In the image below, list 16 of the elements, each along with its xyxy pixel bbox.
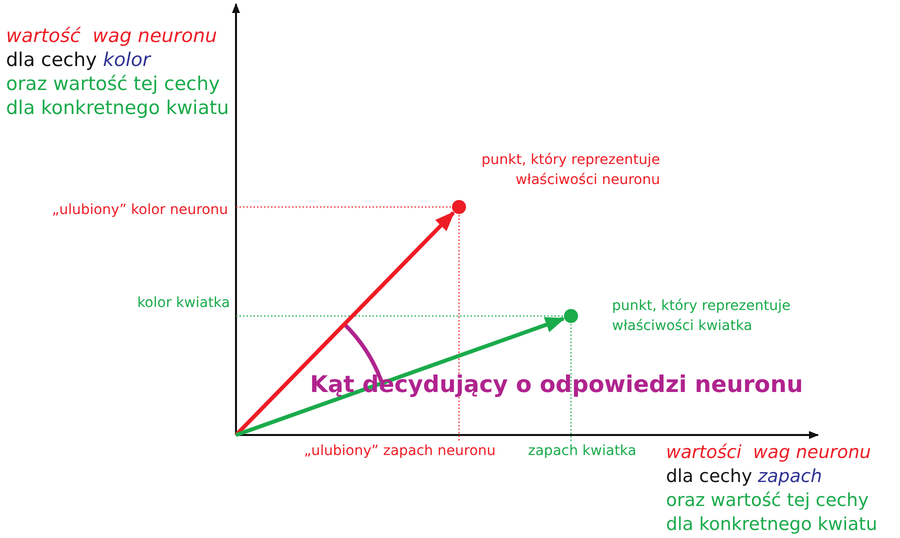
axis-title: oraz wartość tej cechy	[6, 73, 220, 96]
axis-title: dla konkretnego kwiatu	[6, 97, 229, 120]
axis-value-label: „ulubiony” zapach neuronu	[304, 443, 496, 460]
point-marker	[563, 308, 579, 324]
axis-title: dla konkretnego kwiatu	[666, 514, 878, 536]
axis-value-label: „ulubiony” kolor neuronu	[52, 202, 228, 219]
point-marker	[451, 199, 467, 215]
axis-title: dla cechy zapach	[666, 466, 822, 488]
axis-title: oraz wartość tej cechy	[666, 490, 869, 512]
axis-title: wartości wag neuronu	[666, 442, 871, 464]
point-caption: punkt, który reprezentuje właściwości kwiatka	[612, 297, 792, 336]
point-caption: punkt, który reprezentuje właściwości neuronu	[480, 151, 660, 190]
axis-title: dla cechy kolor	[6, 49, 150, 72]
axis-value-label: zapach kwiatka	[528, 443, 636, 460]
axis-title: wartość wag neuronu	[6, 25, 218, 48]
axis-value-label: kolor kwiatka	[137, 295, 230, 312]
